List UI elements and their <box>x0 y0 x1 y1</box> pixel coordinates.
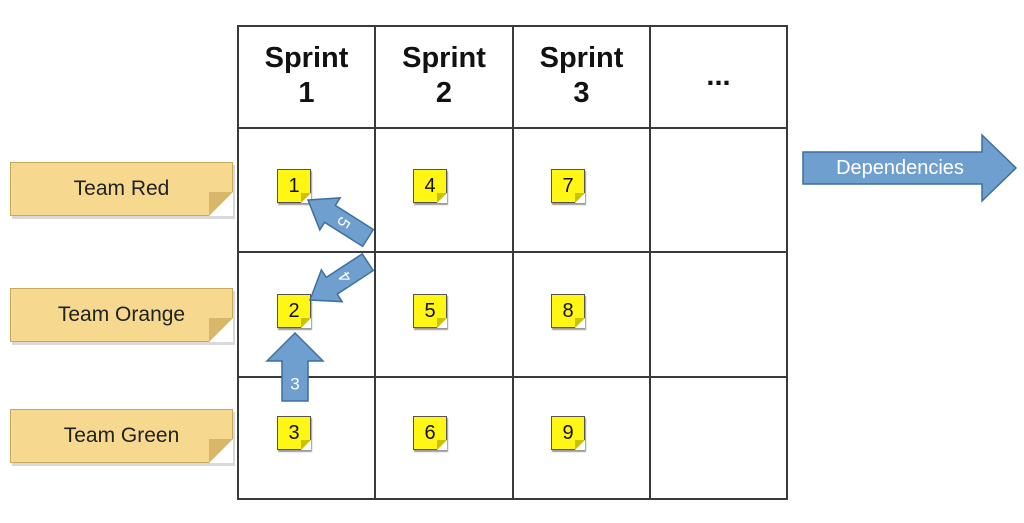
grid-border-right <box>786 25 788 500</box>
sticky-fold-icon <box>301 318 311 328</box>
sticky-note: 8 <box>551 294 585 328</box>
sticky-fold-icon <box>301 193 311 203</box>
team-label-red: Team Red <box>10 162 233 216</box>
column-header-line1: Sprint <box>264 42 349 74</box>
column-header-line1: Sprint <box>539 42 624 74</box>
sticky-note-number: 2 <box>288 299 300 322</box>
sticky-fold-icon <box>301 440 311 450</box>
column-header-line2: 2 <box>435 77 453 109</box>
sticky-note: 4 <box>413 169 447 203</box>
sticky-note-number: 8 <box>562 299 574 322</box>
column-header-line1: Sprint <box>402 42 486 74</box>
team-label-text: Team Orange <box>57 303 186 326</box>
column-header-sprint-1: Sprint 1 <box>239 30 374 122</box>
dependencies-legend-arrow: Dependencies <box>802 133 1018 203</box>
sticky-fold-icon <box>437 193 447 203</box>
sticky-note-number: 3 <box>288 421 300 444</box>
sticky-note-number: 5 <box>424 299 436 322</box>
page-fold-icon <box>209 318 233 342</box>
grid-line-v2 <box>512 25 514 500</box>
sticky-note-number: 4 <box>424 174 436 197</box>
page-fold-icon <box>209 439 233 463</box>
sticky-fold-icon <box>437 318 447 328</box>
sticky-note: 3 <box>277 416 311 450</box>
sticky-note: 2 <box>277 294 311 328</box>
sticky-note-number: 9 <box>562 421 574 444</box>
sticky-fold-icon <box>575 440 585 450</box>
column-header-sprint-3: Sprint 3 <box>514 30 649 122</box>
column-header-sprint-2: Sprint 2 <box>376 30 512 122</box>
grid-border-left <box>237 25 239 500</box>
sticky-fold-icon <box>575 193 585 203</box>
sticky-note: 6 <box>413 416 447 450</box>
team-label-orange: Team Orange <box>10 288 233 342</box>
column-header-line2: 1 <box>298 77 315 109</box>
dependency-arrow-up-left: 5 <box>306 196 375 248</box>
dependency-arrow-up: 3 <box>265 331 325 402</box>
team-label-text: Team Red <box>73 177 170 200</box>
dependency-arrow-label: 3 <box>290 375 299 394</box>
dependency-arrow-down-left: 4 <box>308 252 375 303</box>
sticky-fold-icon <box>575 318 585 328</box>
sticky-note: 7 <box>551 169 585 203</box>
grid-line-v1 <box>374 25 376 500</box>
column-header-line2: ... <box>706 59 731 92</box>
team-label-green: Team Green <box>10 409 233 463</box>
dependencies-legend-label: Dependencies <box>836 157 964 179</box>
sticky-fold-icon <box>437 440 447 450</box>
column-header-more: ... <box>651 30 786 122</box>
page-fold-icon <box>209 192 233 216</box>
sticky-note-number: 6 <box>424 421 436 444</box>
sticky-note: 5 <box>413 294 447 328</box>
sticky-note-number: 1 <box>288 174 300 197</box>
column-header-line2: 3 <box>573 77 590 109</box>
team-label-text: Team Green <box>63 424 180 447</box>
grid-line-v3 <box>649 25 651 500</box>
sticky-note: 9 <box>551 416 585 450</box>
sticky-note: 1 <box>277 169 311 203</box>
sticky-note-number: 7 <box>562 174 574 197</box>
